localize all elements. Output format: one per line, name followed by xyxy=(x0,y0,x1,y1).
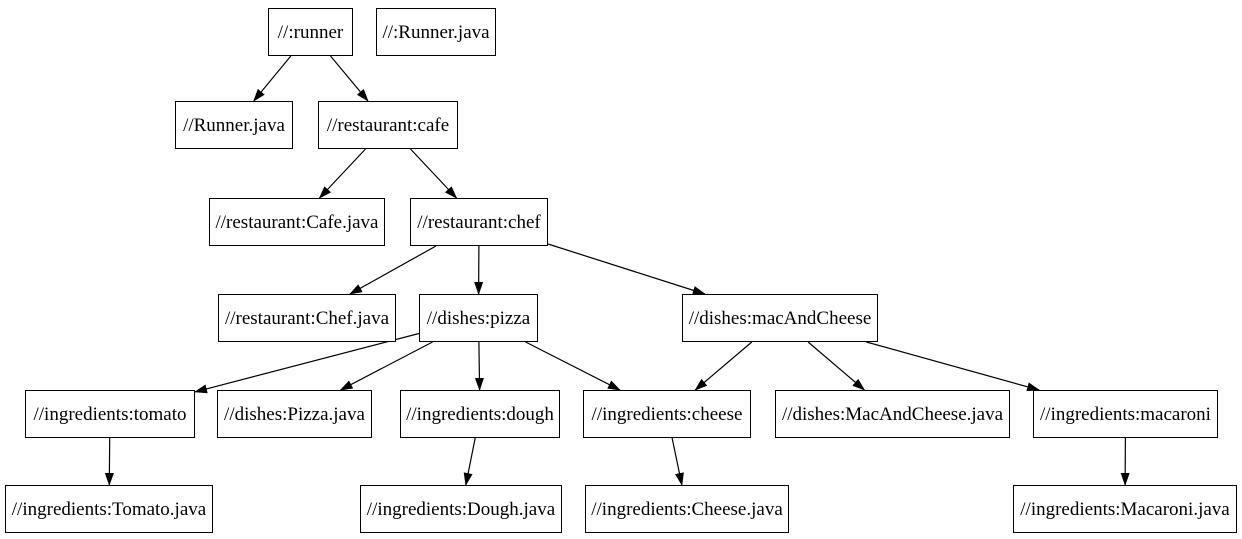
graph-node-label: //ingredients:tomato xyxy=(33,403,187,425)
graph-edge-pizza-to-pizza-java xyxy=(339,341,433,391)
graph-node-label: //restaurant:Chef.java xyxy=(224,307,390,329)
graph-node-macaroni-java: //ingredients:Macaroni.java xyxy=(1013,485,1237,533)
graph-node-label: //ingredients:macaroni xyxy=(1040,403,1211,425)
graph-node-label: //Runner.java xyxy=(183,114,285,136)
graph-node-chef-java: //restaurant:Chef.java xyxy=(218,294,396,342)
graph-edge-runner-to-runner-java-file xyxy=(253,55,292,102)
graph-edge-cafe-to-cafe-java xyxy=(318,148,366,199)
graph-node-label: //ingredients:Macaroni.java xyxy=(1020,498,1230,520)
graph-edge-mac-and-cheese-to-mac-and-cheese-java xyxy=(807,341,866,391)
graph-node-label: //ingredients:Cheese.java xyxy=(591,498,783,520)
graph-edge-chef-to-chef-java xyxy=(349,245,437,295)
graph-node-label: //:Runner.java xyxy=(382,21,490,43)
graph-node-mac-and-cheese: //dishes:macAndCheese xyxy=(682,294,878,342)
graph-node-label: //dishes:macAndCheese xyxy=(688,307,872,329)
graph-node-mac-and-cheese-java: //dishes:MacAndCheese.java xyxy=(775,390,1010,438)
graph-node-label: //restaurant:cafe xyxy=(326,114,450,136)
graph-node-runner-java-file: //Runner.java xyxy=(175,101,293,149)
graph-node-label: //ingredients:dough xyxy=(406,403,554,425)
graph-edge-cheese-to-cheese-java xyxy=(671,437,684,486)
graph-edge-pizza-to-cheese xyxy=(525,341,621,391)
graph-node-tomato-java: //ingredients:Tomato.java xyxy=(5,485,213,533)
graph-edge-mac-and-cheese-to-cheese xyxy=(694,341,753,391)
graph-node-cheese-java: //ingredients:Cheese.java xyxy=(585,485,789,533)
graph-node-label: //:runner xyxy=(277,21,344,43)
graph-node-cheese: //ingredients:cheese xyxy=(583,390,751,438)
graph-node-label: //ingredients:Tomato.java xyxy=(11,498,207,520)
graph-edge-dough-to-dough-java xyxy=(463,437,476,486)
graph-node-pizza-java: //dishes:Pizza.java xyxy=(217,390,372,438)
graph-node-pizza: //dishes:pizza xyxy=(419,294,538,342)
graph-node-label: //restaurant:chef xyxy=(417,211,541,233)
graph-node-label: //restaurant:Cafe.java xyxy=(215,211,379,233)
graph-node-label: //dishes:MacAndCheese.java xyxy=(781,403,1004,425)
graph-node-chef: //restaurant:chef xyxy=(410,198,548,246)
graph-edge-chef-to-mac-and-cheese xyxy=(547,243,706,295)
graph-edge-cafe-to-chef xyxy=(410,148,458,199)
graph-node-cafe-java: //restaurant:Cafe.java xyxy=(209,198,385,246)
graph-node-label: //dishes:Pizza.java xyxy=(224,403,365,425)
graph-edge-pizza-to-dough xyxy=(474,341,484,391)
graph-node-tomato: //ingredients:tomato xyxy=(25,390,195,438)
graph-node-cafe: //restaurant:cafe xyxy=(318,101,458,149)
graph-edge-pizza-to-tomato xyxy=(194,332,420,394)
graph-edge-mac-and-cheese-to-macaroni xyxy=(866,341,1041,392)
graph-node-dough: //ingredients:dough xyxy=(400,390,560,438)
graph-node-label: //ingredients:Dough.java xyxy=(366,498,556,520)
graph-node-label: //ingredients:cheese xyxy=(591,403,743,425)
graph-node-label: //dishes:pizza xyxy=(426,307,531,329)
graph-node-runner-java-label: //:Runner.java xyxy=(376,8,496,56)
graph-edge-runner-to-cafe xyxy=(330,55,369,102)
graph-node-runner: //:runner xyxy=(268,8,353,56)
graph-node-dough-java: //ingredients:Dough.java xyxy=(360,485,562,533)
graph-node-macaroni: //ingredients:macaroni xyxy=(1033,390,1218,438)
